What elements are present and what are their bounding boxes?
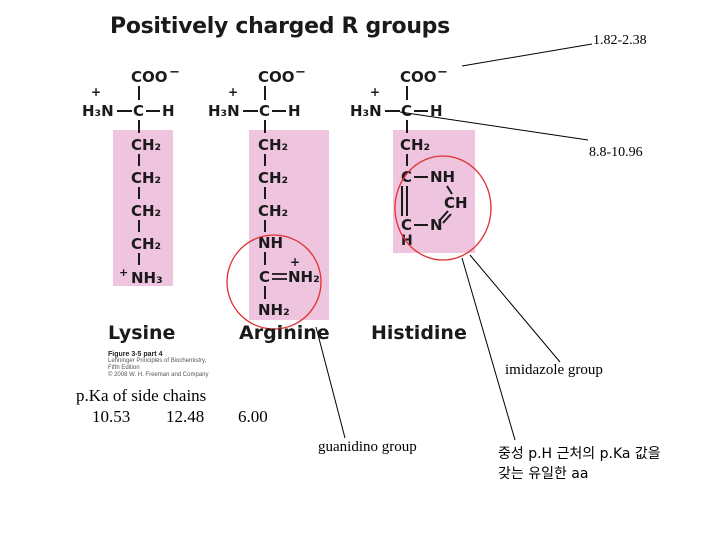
lysine-coo: COO	[131, 68, 168, 86]
histidine-coo: COO	[400, 68, 437, 86]
arginine-name: Arginine	[239, 322, 330, 344]
guanidino-group-label: guanidino group	[318, 439, 417, 455]
imidazole-group-label: imidazole group	[505, 362, 603, 378]
lysine-coo-charge: −	[169, 65, 180, 80]
figure-caption-source: Lehninger Principles of Biochemistry, Fi…	[108, 358, 207, 371]
imidazole-group-circle	[394, 155, 492, 261]
imidazole-pointer-line	[469, 254, 561, 363]
histidine-coo-charge: −	[437, 65, 448, 80]
arginine-nh: NH	[258, 234, 283, 252]
lysine-h3n: H₃N	[82, 102, 114, 120]
lysine-ch2-3: CH₂	[131, 202, 161, 220]
page-title: Positively charged R groups	[110, 14, 450, 39]
lysine-ch2-4: CH₂	[131, 235, 161, 253]
lysine-ch2-1: CH₂	[131, 136, 161, 154]
histidine-structure: COO − + H₃N C H CH₂ C NH CH C N H	[350, 65, 468, 249]
arginine-guanidino-carbon: C	[259, 268, 270, 286]
arginine-nh2-right: NH₂	[288, 268, 320, 286]
pka-histidine: 6.00	[238, 407, 268, 426]
lysine-side-chain-highlight	[113, 130, 173, 286]
lysine-alpha-carbon: C	[133, 102, 144, 120]
arginine-alpha-carbon: C	[259, 102, 270, 120]
histidine-ring-nh: NH	[430, 168, 455, 186]
histidine-note: 중성 p.H 근처의 p.Ka 값을 갖는 유일한 aa	[498, 444, 661, 484]
histidine-note-line-2: 갖는 유일한 aa	[498, 466, 589, 482]
arginine-h: H	[288, 102, 301, 120]
arginine-side-charge: +	[290, 255, 300, 269]
histidine-h3n: H₃N	[350, 102, 382, 120]
carboxyl-pointer-line	[461, 43, 593, 67]
histidine-ring-h: H	[401, 233, 413, 249]
arginine-coo-charge: −	[295, 65, 306, 80]
histidine-note-pointer-line	[461, 257, 516, 441]
amino-pka-range: 8.8-10.96	[589, 145, 643, 160]
histidine-alpha-carbon: C	[401, 102, 412, 120]
arginine-nh3-charge: +	[228, 85, 238, 99]
arginine-nh2-bottom: NH₂	[258, 301, 290, 319]
pka-arginine: 12.48	[166, 407, 205, 426]
arginine-h3n: H₃N	[208, 102, 240, 120]
histidine-note-line-1: 중성 p.H 근처의 p.Ka 값을	[498, 446, 661, 462]
guanidino-pointer-line	[315, 326, 346, 439]
lysine-side-charge: +	[119, 266, 128, 279]
histidine-ch2: CH₂	[400, 136, 430, 154]
histidine-ring-c5: C	[401, 216, 412, 234]
carboxyl-pka-range: 1.82-2.38	[593, 33, 647, 48]
pka-label: p.Ka of side chains	[76, 386, 207, 405]
lysine-ch2-2: CH₂	[131, 169, 161, 187]
arginine-ch2-3: CH₂	[258, 202, 288, 220]
figure-caption-copyright: © 2008 W. H. Freeman and Company	[108, 372, 209, 378]
arginine-ch2-1: CH₂	[258, 136, 288, 154]
lysine-name: Lysine	[108, 322, 176, 344]
arginine-side-chain-highlight	[249, 130, 329, 320]
histidine-ring-ch: CH	[444, 194, 468, 212]
histidine-name: Histidine	[371, 322, 467, 344]
guanidino-group-circle	[226, 234, 322, 330]
amino-pointer-line	[399, 111, 589, 141]
histidine-h: H	[430, 102, 443, 120]
arginine-structure: COO − + H₃N C H CH₂ CH₂ CH₂ NH C + NH₂ N…	[208, 65, 320, 319]
pka-lysine: 10.53	[92, 407, 131, 426]
lysine-nh3-charge: +	[91, 85, 101, 99]
lysine-nh3: NH₃	[131, 269, 163, 287]
figure-caption: Figure 3-5 part 4 Lehninger Principles o…	[108, 351, 218, 379]
arginine-ch2-2: CH₂	[258, 169, 288, 187]
lysine-structure: COO − + H₃N C H CH₂ CH₂ CH₂ CH₂ + NH₃	[82, 65, 180, 287]
histidine-nh3-charge: +	[370, 85, 380, 99]
histidine-ring-n: N	[430, 216, 443, 234]
arginine-coo: COO	[258, 68, 295, 86]
lysine-h: H	[162, 102, 175, 120]
figure-caption-title: Figure 3-5 part 4	[108, 351, 163, 358]
histidine-ring-c4: C	[401, 168, 412, 186]
